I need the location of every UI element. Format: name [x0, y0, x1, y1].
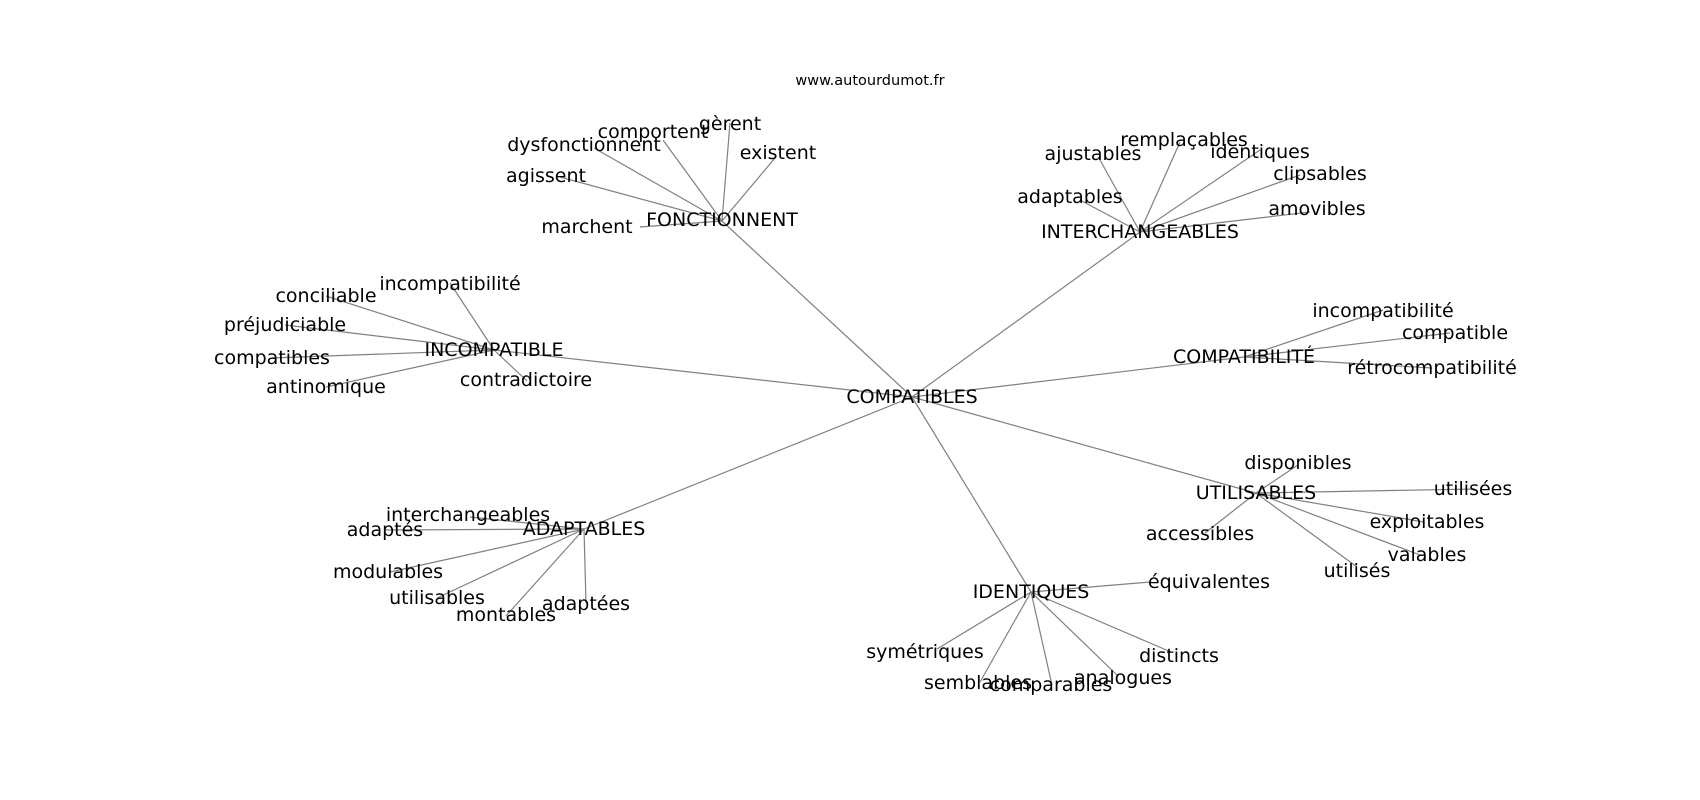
leaf-node-utilisables: utilisables [389, 587, 485, 609]
site-label: www.autourdumot.fr [795, 73, 945, 89]
edge-adaptables-to-adaptes [384, 528, 585, 531]
edge-incompatible-to-conciliable [325, 295, 495, 351]
edge-adaptables-to-montables [505, 528, 585, 617]
leaf-node-ajustables: ajustables [1045, 143, 1142, 165]
leaf-node-conciliable: conciliable [275, 285, 376, 307]
edge-incompatible-to-contradictoire [493, 349, 528, 382]
edge-fonctionnent-to-marchent [639, 220, 723, 228]
edge-identiques-to-comparables [1030, 591, 1053, 686]
hub-node-compatibilite: COMPATIBILITÉ [1173, 345, 1315, 368]
leaf-node-adaptees: adaptées [542, 593, 630, 615]
leaf-node-compatibles: compatibles [214, 347, 330, 369]
leaf-node-interchangeables: interchangeables [386, 504, 550, 526]
edge-center-to-interchangeables [911, 231, 1141, 398]
hub-node-incompatible: INCOMPATIBLE [424, 339, 563, 361]
leaf-node-adaptables: adaptables [1017, 186, 1122, 208]
edge-center-to-compatibilite [911, 356, 1245, 398]
leaf-node-montables: montables [456, 604, 556, 626]
hub-node-adaptables: ADAPTABLES [523, 518, 646, 540]
hub-node-utilisables: UTILISABLES [1196, 482, 1316, 504]
leaf-node-incompatibilite: incompatibilité [379, 273, 520, 295]
hub-node-interchangeables: INTERCHANGEABLES [1041, 221, 1239, 243]
leaf-node-identiques: identiques [1210, 141, 1310, 163]
edge-identiques-to-symetriques [936, 591, 1032, 650]
edge-identiques-to-equivalentes [1030, 581, 1151, 593]
edge-compatibilite-to-retrocompatibilite [1243, 356, 1433, 369]
edge-fonctionnent-to-dysfonctionnent [593, 147, 723, 222]
edge-compatibilite-to-compatible [1243, 332, 1451, 358]
edge-utilisables-to-disponibles [1255, 464, 1299, 494]
edge-interchangeables-to-clipsables [1139, 174, 1301, 233]
leaf-node-remplacables: remplaçables [1120, 129, 1248, 151]
edge-fonctionnent-to-gerent [721, 122, 731, 222]
edge-identiques-to-distincts [1030, 591, 1172, 653]
leaf-node-marchent: marchent [541, 216, 632, 238]
edge-utilisables-to-utilisees [1255, 488, 1476, 494]
edge-interchangeables-to-identiques [1139, 149, 1261, 233]
edge-interchangeables-to-adaptables [1079, 199, 1141, 233]
leaf-node-analogues: analogues [1074, 667, 1172, 689]
edge-incompatible-to-antinomique [325, 349, 495, 388]
edge-center-to-adaptables [583, 396, 913, 530]
leaf-node-prejudiciable: préjudiciable [224, 314, 346, 336]
leaf-node-distincts: distincts [1139, 645, 1219, 667]
hub-node-fonctionnent: FONCTIONNENT [646, 209, 798, 231]
edge-center-to-identiques [911, 396, 1032, 593]
graph-edges [271, 122, 1476, 686]
edge-identiques-to-analogues [1030, 591, 1118, 676]
edge-utilisables-to-utilises [1255, 492, 1358, 568]
leaf-node-symetriques: symétriques [866, 641, 984, 663]
edge-fonctionnent-to-existent [721, 157, 776, 222]
leaf-node-retrocompatibilite: rétrocompatibilité [1347, 357, 1517, 379]
leaf-node-semblables: semblables [924, 672, 1032, 694]
leaf-node-contradictoire: contradictoire [460, 369, 592, 391]
leaf-node-exploitables: exploitables [1370, 511, 1485, 533]
edge-adaptables-to-adaptees [583, 528, 587, 604]
edge-fonctionnent-to-agissent [559, 176, 723, 222]
edge-adaptables-to-modulables [389, 528, 585, 573]
edge-interchangeables-to-amovibles [1139, 211, 1311, 233]
leaf-node-amovibles: amovibles [1268, 198, 1365, 220]
edge-center-to-utilisables [911, 396, 1257, 494]
leaf-node-dysfonctionnent: dysfonctionnent [507, 134, 661, 156]
edge-interchangeables-to-ajustables [1099, 159, 1141, 233]
edge-adaptables-to-interchangeables [469, 516, 585, 530]
leaf-node-utilisees: utilisées [1434, 478, 1513, 500]
graph-labels: COMPATIBLESFONCTIONNENTdysfonctionnentco… [214, 113, 1517, 696]
edge-center-to-incompatible [493, 349, 913, 398]
leaf-node-adaptes: adaptés [347, 519, 423, 541]
edge-identiques-to-semblables [979, 591, 1032, 683]
leaf-node-gerent: gèrent [699, 113, 761, 135]
edge-utilisables-to-accessibles [1204, 492, 1257, 534]
leaf-node-compatible: compatible [1402, 322, 1508, 344]
leaf-node-antinomique: antinomique [266, 376, 386, 398]
leaf-node-utilises: utilisés [1324, 560, 1391, 582]
edge-utilisables-to-valables [1255, 492, 1421, 556]
edge-fonctionnent-to-comportent [662, 139, 723, 222]
leaf-node-incompatibilite: incompatibilité [1312, 300, 1453, 322]
leaf-node-accessibles: accessibles [1146, 523, 1254, 545]
edge-center-to-fonctionnent [721, 220, 913, 398]
edge-incompatible-to-incompatibilite [449, 282, 495, 351]
leaf-node-modulables: modulables [333, 561, 443, 583]
edge-utilisables-to-exploitables [1255, 492, 1425, 523]
leaf-node-equivalentes: équivalentes [1148, 571, 1270, 593]
leaf-node-clipsables: clipsables [1273, 163, 1367, 185]
edge-adaptables-to-utilisables [436, 528, 585, 599]
leaf-node-disponibles: disponibles [1244, 452, 1351, 474]
edge-incompatible-to-compatibles [271, 349, 495, 359]
edge-interchangeables-to-remplacables [1139, 141, 1181, 233]
hub-node-identiques: IDENTIQUES [973, 581, 1090, 603]
edge-compatibilite-to-incompatibilite [1243, 309, 1384, 358]
edge-incompatible-to-prejudiciable [284, 324, 495, 351]
leaf-node-comparables: comparables [990, 674, 1113, 696]
leaf-node-existent: existent [740, 142, 816, 164]
leaf-node-agissent: agissent [506, 165, 586, 187]
center-node-label: COMPATIBLES [846, 386, 977, 408]
leaf-node-valables: valables [1388, 544, 1467, 566]
leaf-node-comportent: comportent [598, 121, 709, 143]
